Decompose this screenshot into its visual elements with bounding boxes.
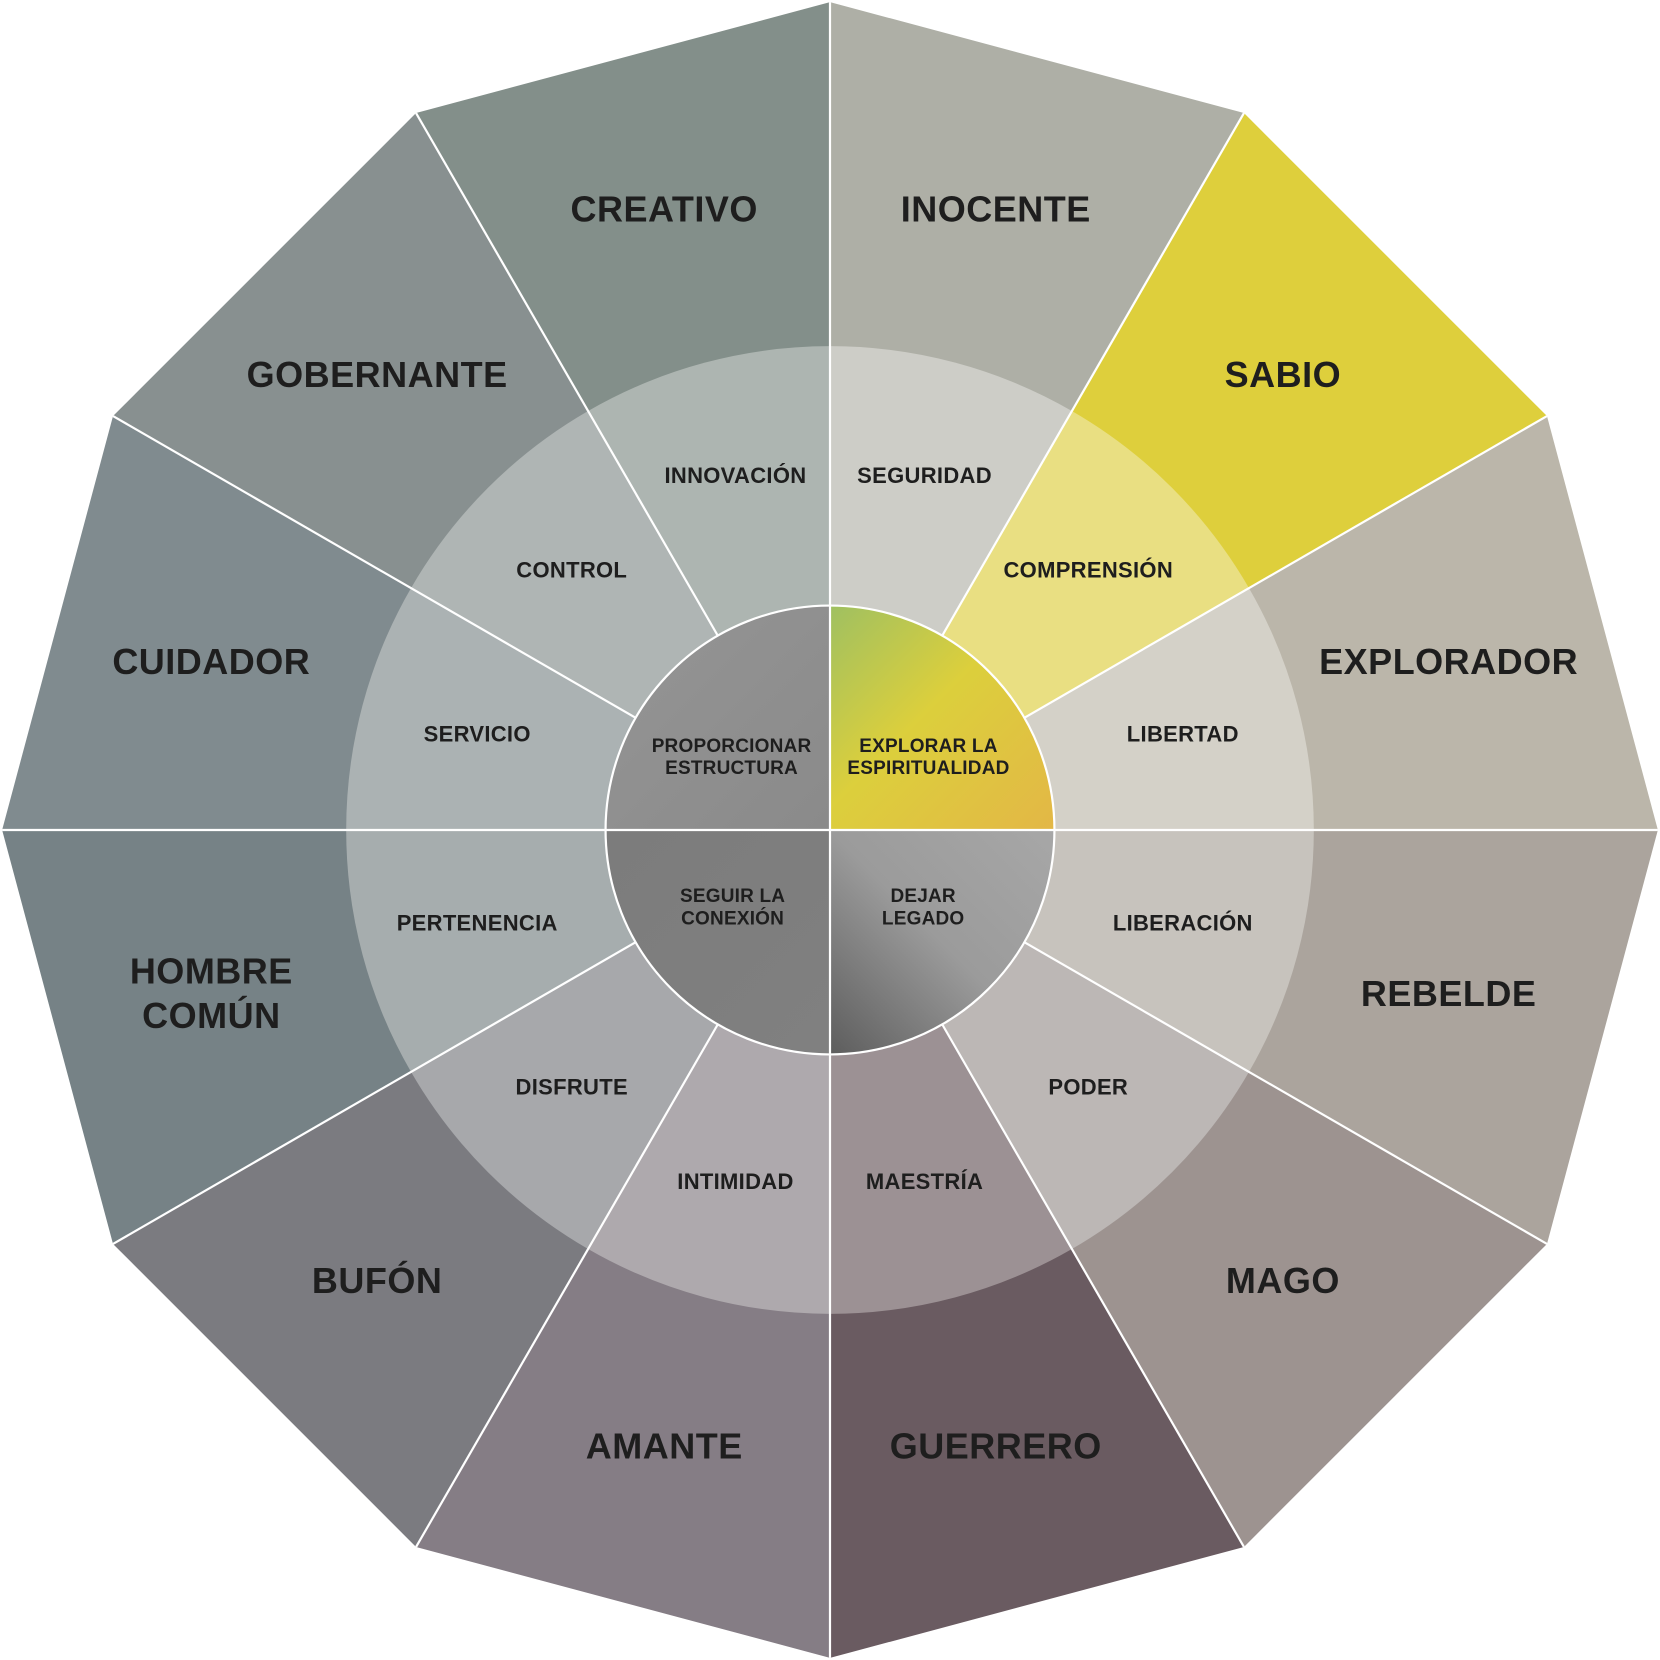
labels: INOCENTE SABIO EXPLORADOR REBELDE MAGO GUERRE… bbox=[112, 188, 1578, 1466]
archetype-label-mago: MAGO bbox=[1226, 1259, 1340, 1300]
motivation-label-comprension: COMPRENSIÓN bbox=[1003, 558, 1173, 583]
motivation-label-libertad: LIBERTAD bbox=[1127, 721, 1239, 746]
divider-line bbox=[1023, 415, 1548, 719]
archetype-label-creativo: CREATIVO bbox=[571, 188, 758, 229]
archetype-label-bufon: BUFÓN bbox=[312, 1258, 443, 1300]
divider-line bbox=[941, 112, 1245, 637]
motivation-label-servicio: SERVICIO bbox=[424, 721, 531, 746]
archetype-label-gobernante: GOBERNANTE bbox=[247, 354, 508, 395]
divider-line bbox=[112, 941, 637, 1245]
archetype-label-inocente: INOCENTE bbox=[901, 188, 1091, 229]
divider-line bbox=[1023, 941, 1548, 1245]
divider-line bbox=[415, 1023, 719, 1548]
motivation-label-pertenencia: PERTENENCIA bbox=[397, 910, 558, 935]
motivation-label-maestria: MAESTRÍA bbox=[866, 1169, 983, 1194]
motivation-label-liberacion: LIBERACIÓN bbox=[1113, 910, 1253, 935]
divider-line bbox=[941, 1023, 1245, 1548]
core-quadrant-dejar-legado bbox=[830, 830, 1055, 1055]
archetype-label-guerrero: GUERRERO bbox=[890, 1425, 1102, 1466]
divider-line bbox=[415, 112, 719, 637]
core-circle bbox=[605, 605, 1055, 1055]
motivation-label-innovacion: INNOVACIÓN bbox=[664, 463, 806, 488]
core-quadrant-explorar-la-espiritualidad bbox=[830, 605, 1055, 830]
motivation-label-seguridad: SEGURIDAD bbox=[857, 463, 992, 488]
motivation-label-intimidad: INTIMIDAD bbox=[677, 1169, 793, 1194]
archetype-label-cuidador: CUIDADOR bbox=[112, 641, 310, 682]
archetype-label-amante: AMANTE bbox=[586, 1425, 743, 1466]
motivation-label-control: CONTROL bbox=[516, 558, 627, 583]
archetype-label-sabio: SABIO bbox=[1225, 354, 1342, 395]
motivation-label-poder: PODER bbox=[1048, 1074, 1128, 1099]
core-quadrant-seguir-la-conexion bbox=[605, 830, 830, 1055]
archetype-label-explorador: EXPLORADOR bbox=[1319, 641, 1578, 682]
divider-line bbox=[112, 415, 637, 719]
motivation-label-disfrute: DISFRUTE bbox=[516, 1074, 628, 1099]
core-quadrant-proporcionar-estructura bbox=[605, 605, 830, 830]
archetype-label-rebelde: REBELDE bbox=[1361, 972, 1537, 1013]
